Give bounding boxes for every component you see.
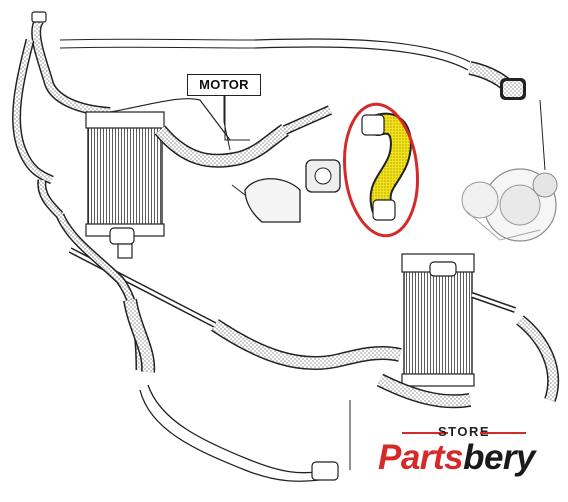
turbocharger <box>461 168 558 242</box>
left-cooler-outlet-hose <box>154 105 333 168</box>
lower-rail <box>68 247 402 370</box>
turbo-inlet-hose <box>468 61 546 171</box>
top-duct <box>59 38 471 141</box>
motor-leader-lines <box>223 94 246 196</box>
left-lower-pipe <box>55 213 339 482</box>
brand-store-text: STORE <box>437 424 491 439</box>
top-left-pipe <box>31 11 111 117</box>
brand-rule-right <box>480 432 526 434</box>
intake-elbow <box>244 159 341 223</box>
brand-name-part1: Parts <box>378 438 464 477</box>
left-intercooler <box>85 111 165 259</box>
left-vertical-pipe <box>12 38 64 219</box>
right-lower-hoses <box>349 292 560 470</box>
brand-name: Partsbery <box>378 438 535 478</box>
brand-logo: STORE Partsbery <box>376 424 552 484</box>
highlighted-hose <box>343 102 419 238</box>
highlight-ring <box>343 102 419 238</box>
brand-rule-left <box>402 432 448 434</box>
right-intercooler <box>401 253 475 387</box>
brand-name-part2: bery <box>463 438 535 477</box>
motor-label: MOTOR <box>187 74 261 96</box>
